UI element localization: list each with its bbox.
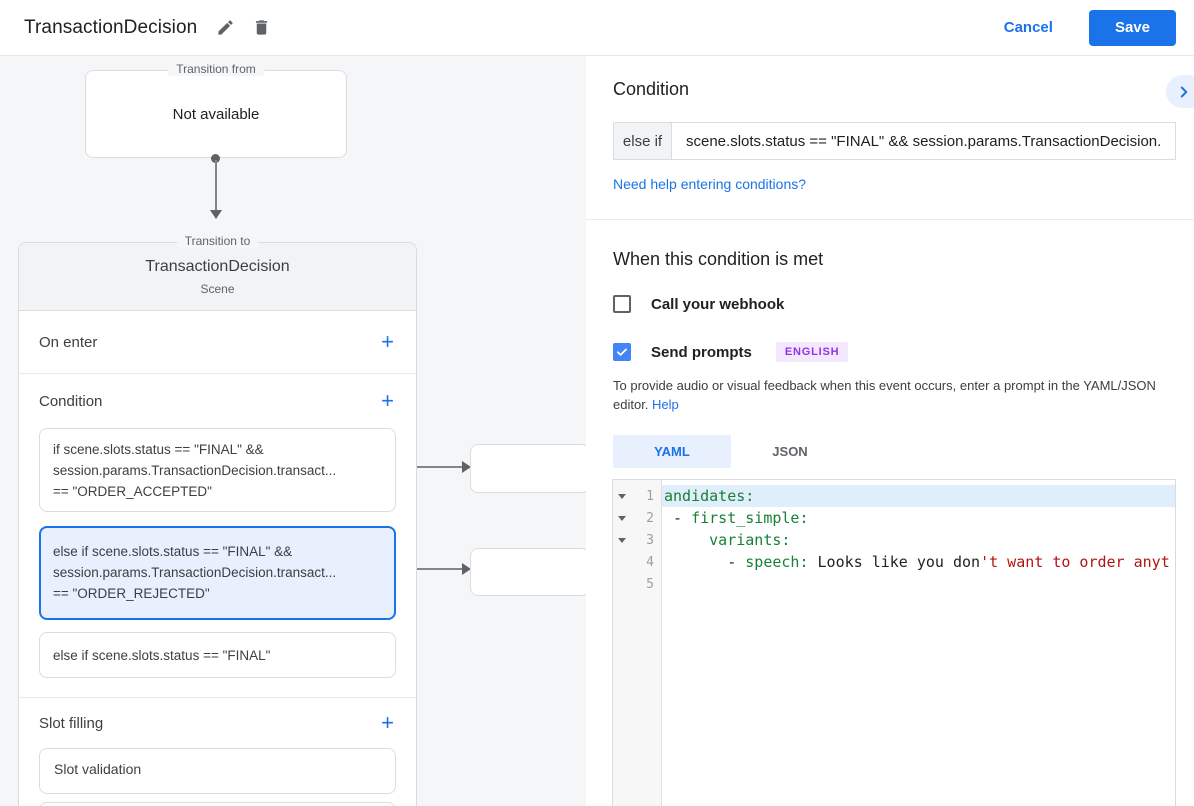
prompts-help-link[interactable]: Help: [652, 397, 679, 412]
cancel-button[interactable]: Cancel: [1003, 19, 1053, 36]
slot-filling-section: Slot filling + Slot validation: [19, 698, 416, 806]
editor-gutter: 1 2 3 4 5: [613, 480, 662, 806]
edit-button[interactable]: [207, 10, 243, 46]
scene-card-header: TransactionDecision Scene: [19, 243, 416, 311]
condition-editor-panel: Condition else if Need help entering con…: [586, 56, 1194, 806]
yaml-code-editor: 1 2 3 4 5 andidates: - first_simple: var…: [612, 479, 1176, 806]
condition-header-section: Condition else if Need help entering con…: [586, 56, 1194, 220]
on-enter-label: On enter: [39, 333, 98, 351]
page-title: TransactionDecision: [24, 16, 198, 38]
line-number: 4: [646, 554, 654, 570]
webhook-row: Call your webhook: [613, 295, 1176, 313]
transition-from-label: Transition from: [168, 62, 264, 76]
when-condition-met-section: When this condition is met Call your web…: [586, 220, 1194, 806]
condition-section-label: Condition: [39, 392, 103, 410]
fold-icon[interactable]: [618, 493, 626, 499]
send-prompts-row: Send prompts ENGLISH: [613, 342, 1176, 362]
condition-expression-input[interactable]: [672, 123, 1175, 159]
when-met-heading: When this condition is met: [613, 249, 824, 269]
transition-from-node: Transition from Not available: [85, 62, 347, 158]
code-line: variants:: [709, 531, 791, 549]
scene-title: TransactionDecision: [145, 258, 290, 275]
line-number: 5: [646, 576, 654, 592]
fold-icon[interactable]: [618, 515, 626, 521]
send-prompts-label: Send prompts: [651, 343, 752, 361]
arrow-right-icon: [462, 563, 471, 575]
top-bar: TransactionDecision Cancel Save: [0, 0, 1194, 56]
fold-icon[interactable]: [618, 537, 626, 543]
chevron-right-icon: [1180, 86, 1188, 97]
prompts-description: To provide audio or visual feedback when…: [613, 376, 1176, 414]
delete-button[interactable]: [243, 10, 279, 46]
line-number: 2: [646, 510, 654, 526]
collapse-panel-button[interactable]: [1166, 75, 1194, 108]
condition-prefix: else if: [614, 123, 672, 159]
scene-subtitle: Scene: [200, 282, 235, 296]
checkmark-icon: [617, 348, 627, 356]
pencil-icon: [218, 20, 233, 35]
condition-field: else if: [613, 122, 1176, 160]
partial-item[interactable]: [39, 802, 396, 806]
transition-target-node[interactable]: [470, 444, 586, 493]
code-line: - first_simple:: [664, 509, 809, 527]
scene-card: Transition to TransactionDecision Scene …: [18, 234, 417, 806]
connector-dot: [211, 154, 220, 163]
condition-item-order-accepted[interactable]: if scene.slots.status == "FINAL" && sess…: [39, 428, 396, 512]
code-line: - speech: Looks like you don't want to o…: [664, 553, 1170, 571]
editor-tabs: YAML JSON: [613, 435, 1176, 468]
slot-validation-item[interactable]: Slot validation: [39, 748, 396, 794]
prompts-description-text: To provide audio or visual feedback when…: [613, 378, 1156, 412]
condition-item-order-rejected-selected[interactable]: else if scene.slots.status == "FINAL" &&…: [39, 526, 396, 620]
slot-filling-label: Slot filling: [39, 714, 104, 732]
condition-item-final[interactable]: else if scene.slots.status == "FINAL": [39, 632, 396, 678]
webhook-label: Call your webhook: [651, 295, 785, 313]
add-on-enter-button[interactable]: +: [381, 329, 394, 354]
trash-icon: [255, 20, 267, 35]
tab-yaml[interactable]: YAML: [613, 435, 731, 468]
language-badge: ENGLISH: [775, 342, 849, 362]
add-condition-button[interactable]: +: [381, 388, 394, 413]
code-line: [662, 573, 1175, 595]
editor-code-area[interactable]: andidates: - first_simple: variants: - s…: [662, 480, 1175, 806]
line-number: 1: [646, 488, 654, 504]
connector-line: [215, 160, 217, 210]
arrow-down-icon: [210, 210, 222, 219]
connector-line: [401, 466, 462, 468]
webhook-checkbox[interactable]: [613, 295, 631, 313]
on-enter-section: On enter +: [19, 311, 416, 374]
arrow-right-icon: [462, 461, 471, 473]
transition-from-content: Not available: [172, 105, 260, 123]
condition-section: Condition + if scene.slots.status == "FI…: [19, 374, 416, 698]
condition-heading: Condition: [613, 79, 690, 99]
transition-target-node[interactable]: [470, 548, 586, 596]
line-number: 3: [646, 532, 654, 548]
connector-line: [401, 568, 462, 570]
save-button[interactable]: Save: [1088, 9, 1176, 46]
flow-canvas: Transition from Not available Transition…: [0, 56, 586, 806]
transition-to-label: Transition to: [176, 234, 259, 248]
conditions-help-link[interactable]: Need help entering conditions?: [613, 176, 807, 192]
send-prompts-checkbox[interactable]: [613, 343, 631, 361]
code-line: andidates:: [662, 485, 1175, 507]
add-slot-button[interactable]: +: [381, 710, 394, 735]
tab-json[interactable]: JSON: [772, 444, 808, 459]
